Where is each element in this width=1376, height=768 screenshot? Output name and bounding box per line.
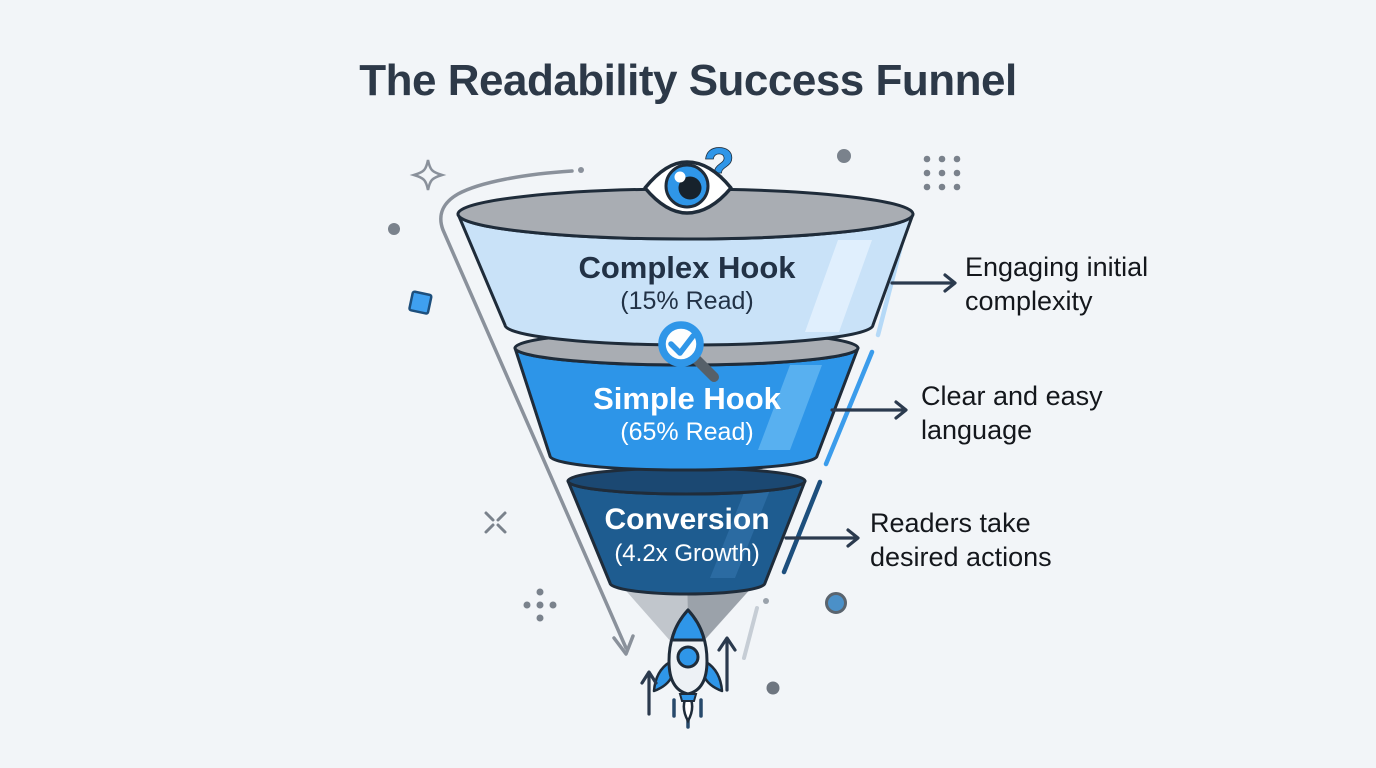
rocket-fin-right (702, 660, 724, 693)
annotation-simple-hook: Clear and easy language (921, 379, 1103, 447)
annotation-line: language (921, 415, 1033, 445)
annotation-conversion: Readers take desired actions (870, 506, 1052, 574)
tier-value: (4.2x Growth) (614, 540, 760, 567)
light-gray-dash (742, 606, 759, 660)
annotation-arrows (784, 273, 957, 548)
tier-complex-hook-text: Complex Hook (15% Read) (578, 251, 795, 317)
funnel-tier-conversion (566, 466, 807, 596)
up-arrow-right (717, 636, 737, 692)
x-mark-icon (484, 511, 507, 534)
tier-label: Complex Hook (578, 250, 796, 285)
blue-dot (825, 592, 847, 614)
up-arrows (640, 636, 737, 716)
tier-value: (65% Read) (620, 418, 754, 446)
tier-conversion-text: Conversion (4.2x Growth) (604, 503, 769, 569)
annotation-line: Readers take (870, 508, 1031, 538)
rocket-fin-left (652, 660, 674, 693)
annotation-arrow-3 (784, 528, 860, 548)
tier-value: (15% Read) (620, 287, 754, 315)
rocket-nozzle (678, 693, 698, 702)
up-arrow-left (640, 670, 658, 716)
annotation-line: complexity (965, 286, 1093, 316)
gray-dot (766, 681, 780, 695)
sparkle-icon (409, 159, 447, 191)
dot-cross-cluster (523, 588, 557, 622)
annotation-line: desired actions (870, 542, 1052, 572)
swoosh-arrow (439, 167, 635, 656)
tier-label: Conversion (604, 503, 770, 536)
small-gray-dot (763, 598, 769, 604)
tier-simple-hook-text: Simple Hook (65% Read) (593, 382, 781, 448)
page-title: The Readability Success Funnel (359, 56, 1017, 105)
gray-dot (837, 149, 851, 163)
rocket-nose (670, 608, 706, 642)
rocket-icon (652, 608, 724, 729)
annotation-arrow-1 (890, 273, 957, 293)
swoosh-end-dot (578, 167, 584, 173)
annotation-line: Clear and easy (921, 381, 1103, 411)
annotation-arrow-2 (830, 400, 908, 420)
annotation-line: Engaging initial (965, 252, 1149, 282)
eye-question-icon: ? (643, 137, 735, 215)
blue-diamond-icon (408, 290, 433, 315)
rocket-window (676, 645, 700, 669)
gray-dot (388, 223, 400, 235)
annotation-complex-hook: Engaging initial complexity (965, 250, 1148, 318)
dot-grid-icon (923, 155, 961, 191)
magnifier-check-icon (658, 321, 719, 382)
tier-label: Simple Hook (593, 381, 781, 416)
